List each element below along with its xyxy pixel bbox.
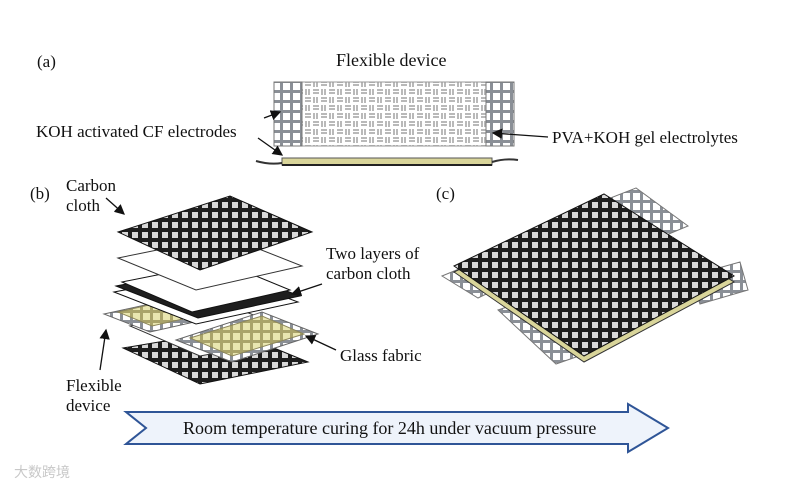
flexible-device-top-view bbox=[273, 81, 515, 147]
process-arrow-shape bbox=[123, 402, 670, 454]
two-layers-arrow bbox=[290, 283, 323, 297]
koh-arrow bbox=[257, 137, 284, 156]
flexible-device-title: Flexible device bbox=[336, 50, 447, 70]
panel-label-b: (b) bbox=[30, 184, 50, 203]
flexible-device-arrow bbox=[99, 328, 110, 371]
flexible-device-label-line2: device bbox=[66, 396, 111, 415]
panel-label-c: (c) bbox=[436, 184, 455, 203]
flexible-device-right-electrolyte bbox=[188, 315, 306, 357]
assembled-device bbox=[440, 187, 749, 365]
two-layers-label-line1: Two layers of bbox=[326, 244, 420, 263]
carbon-cloth-arrow bbox=[105, 197, 125, 215]
two-layers-label-line2: carbon cloth bbox=[326, 264, 411, 283]
koh-electrodes-label: KOH activated CF electrodes bbox=[36, 122, 237, 141]
exploded-stack bbox=[102, 195, 320, 385]
pva-arrow bbox=[491, 128, 549, 139]
process-arrow-text: Room temperature curing for 24h under va… bbox=[183, 418, 597, 438]
assembled-top-cloth bbox=[453, 193, 735, 357]
koh-arrow-2 bbox=[263, 110, 282, 121]
carbon-cloth-label-line1: Carbon bbox=[66, 176, 117, 195]
flexible-device-label-line1: Flexible bbox=[66, 376, 122, 395]
flexible-device-side-view bbox=[255, 157, 519, 166]
panel-label-a: (a) bbox=[37, 52, 56, 71]
top-carbon-cloth bbox=[116, 195, 314, 271]
left-electrode-edge bbox=[273, 81, 303, 147]
watermark: 大数跨境 bbox=[14, 465, 70, 481]
pva-koh-label: PVA+KOH gel electrolytes bbox=[552, 128, 738, 147]
glass-fabric-label: Glass fabric bbox=[340, 346, 422, 365]
right-electrode-edge bbox=[485, 81, 515, 147]
glass-fabric-arrow bbox=[304, 335, 337, 351]
carbon-cloth-label-line2: cloth bbox=[66, 196, 100, 215]
